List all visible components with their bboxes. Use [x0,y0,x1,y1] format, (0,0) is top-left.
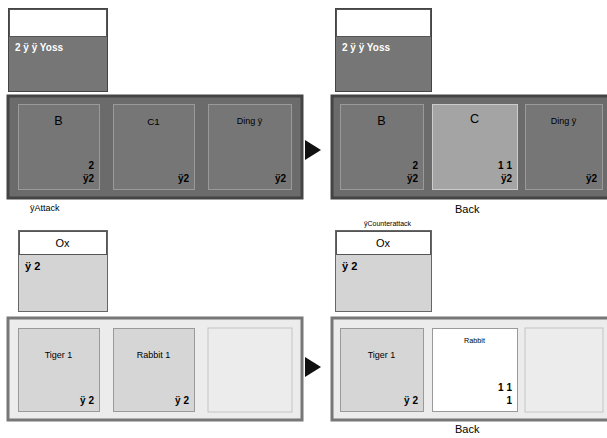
card-value: ÿ 2 [342,260,357,272]
card-value: 1 1 [498,160,512,171]
leader-card: Ox ÿ 2 [335,230,432,312]
unit-card: Ding ÿ ÿ2 [525,104,603,190]
step-caption: Back [455,423,479,435]
step-arrow [305,357,321,377]
card-value: ÿ2 [501,173,512,184]
unit-card: C 1 1 ÿ2 [432,104,518,190]
play-row-frame [332,96,607,198]
empty-slot [208,328,292,412]
play-row-frame [8,318,302,420]
unit-card: Tiger 1 ÿ 2 [340,328,424,412]
play-row-frame [8,96,302,198]
card-title: Ding ÿ [209,117,290,127]
step-caption: ÿAttack [30,204,60,214]
card-value: 1 [506,395,512,406]
card-value: ÿ2 [178,173,189,184]
card-title: Tiger 1 [341,351,422,361]
card-title: B [19,115,98,129]
card-value: ÿ2 [275,173,286,184]
card-title: C1 [114,117,193,128]
card-title: Ox [336,237,430,249]
leader-card: 2 ÿ ÿ Yoss [8,8,108,92]
card-title: C [433,113,516,127]
step-arrow [305,140,321,160]
step-caption: ÿCounterattack [364,220,411,228]
empty-slot [525,328,603,412]
unit-card: Rabbit 1 1 1 [432,328,518,412]
play-row-frame [332,318,607,420]
unit-card: B 2 ÿ2 [340,104,424,190]
card-header [336,9,431,37]
step-caption: Back [455,203,479,215]
card-header [9,9,107,37]
unit-card: C1 ÿ2 [113,104,195,190]
card-value: ÿ 2 [80,395,94,406]
card-title: B [341,115,422,129]
unit-card: Rabbit 1 ÿ 2 [113,328,195,412]
card-title: 2 ÿ ÿ Yoss [342,42,390,53]
card-title: Ding ÿ [526,117,601,127]
card-title: Ox [19,237,106,249]
leader-card: Ox ÿ 2 [18,230,108,312]
card-value: 2 [412,160,418,171]
card-value: ÿ2 [83,173,94,184]
leader-card: 2 ÿ ÿ Yoss [335,8,432,92]
card-value: 1 1 [498,382,512,393]
card-title: 2 ÿ ÿ Yoss [15,42,63,53]
card-title: Rabbit [433,337,516,345]
card-value: ÿ 2 [175,395,189,406]
card-value: ÿ2 [407,173,418,184]
card-value: ÿ 2 [404,395,418,406]
unit-card: Tiger 1 ÿ 2 [18,328,100,412]
unit-card: B 2 ÿ2 [18,104,100,190]
unit-card: Ding ÿ ÿ2 [208,104,292,190]
card-title: Tiger 1 [19,351,98,361]
card-value: 2 [88,160,94,171]
card-value: ÿ 2 [25,260,40,272]
card-title: Rabbit 1 [114,351,193,361]
card-value: ÿ2 [586,173,597,184]
